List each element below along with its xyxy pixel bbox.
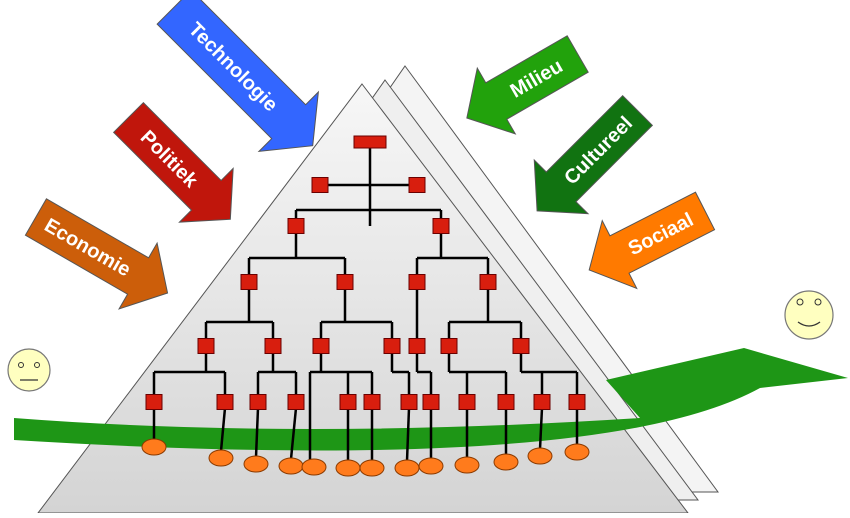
org-node [400, 394, 418, 410]
smiley-face-left [7, 348, 51, 392]
technologie-arrow-shape [156, 0, 320, 153]
employee-oval [418, 457, 444, 475]
org-chart [141, 135, 590, 477]
flow-arrow [14, 348, 848, 451]
politiek-arrow: Politiek [112, 101, 234, 223]
org-node [512, 338, 530, 354]
employee-oval [394, 459, 420, 477]
org-node [287, 394, 305, 410]
employee-oval [208, 449, 234, 467]
politiek-arrow-shape [112, 101, 234, 223]
cultureel-arrow-shape [533, 94, 654, 215]
org-node [197, 338, 215, 354]
org-node [497, 394, 515, 410]
org-node [568, 394, 586, 410]
employee-oval [359, 459, 385, 477]
sociaal-arrow-shape [588, 191, 716, 290]
economie-arrow: Economie [24, 198, 169, 310]
sociaal-arrow: Sociaal [588, 191, 716, 290]
org-node [440, 338, 458, 354]
org-node [287, 218, 305, 234]
org-node [432, 218, 450, 234]
org-nodes [145, 135, 586, 410]
org-link [289, 407, 298, 460]
employee-oval [335, 459, 361, 477]
org-link [254, 407, 260, 458]
employee-oval [141, 438, 167, 456]
org-link [405, 407, 411, 462]
employee-oval [301, 458, 327, 476]
org-node [408, 177, 426, 193]
org-node [353, 135, 387, 149]
org-node [339, 394, 357, 410]
economie-arrow-shape [24, 198, 169, 310]
milieu-arrow-shape [466, 35, 589, 135]
org-link [219, 407, 227, 452]
org-node [408, 338, 426, 354]
org-node [422, 394, 440, 410]
org-link [538, 407, 544, 450]
org-node [312, 338, 330, 354]
employee-oval [493, 453, 519, 471]
org-node [408, 274, 426, 290]
org-node [145, 394, 163, 410]
employee-oval [243, 455, 269, 473]
org-node [311, 177, 329, 193]
org-node [533, 394, 551, 410]
milieu-arrow: Milieu [466, 35, 589, 135]
employee-oval [527, 447, 553, 465]
employees [141, 438, 590, 477]
org-node [363, 394, 381, 410]
employee-oval [454, 456, 480, 474]
smiley-face-right [784, 290, 834, 340]
org-node [479, 274, 497, 290]
org-node [336, 274, 354, 290]
org-node [458, 394, 476, 410]
org-node [383, 338, 401, 354]
org-node [249, 394, 267, 410]
org-node [240, 274, 258, 290]
employee-oval [278, 457, 304, 475]
employee-oval [564, 443, 590, 461]
cultureel-arrow: Cultureel [533, 94, 654, 215]
org-node [216, 394, 234, 410]
org-node [264, 338, 282, 354]
